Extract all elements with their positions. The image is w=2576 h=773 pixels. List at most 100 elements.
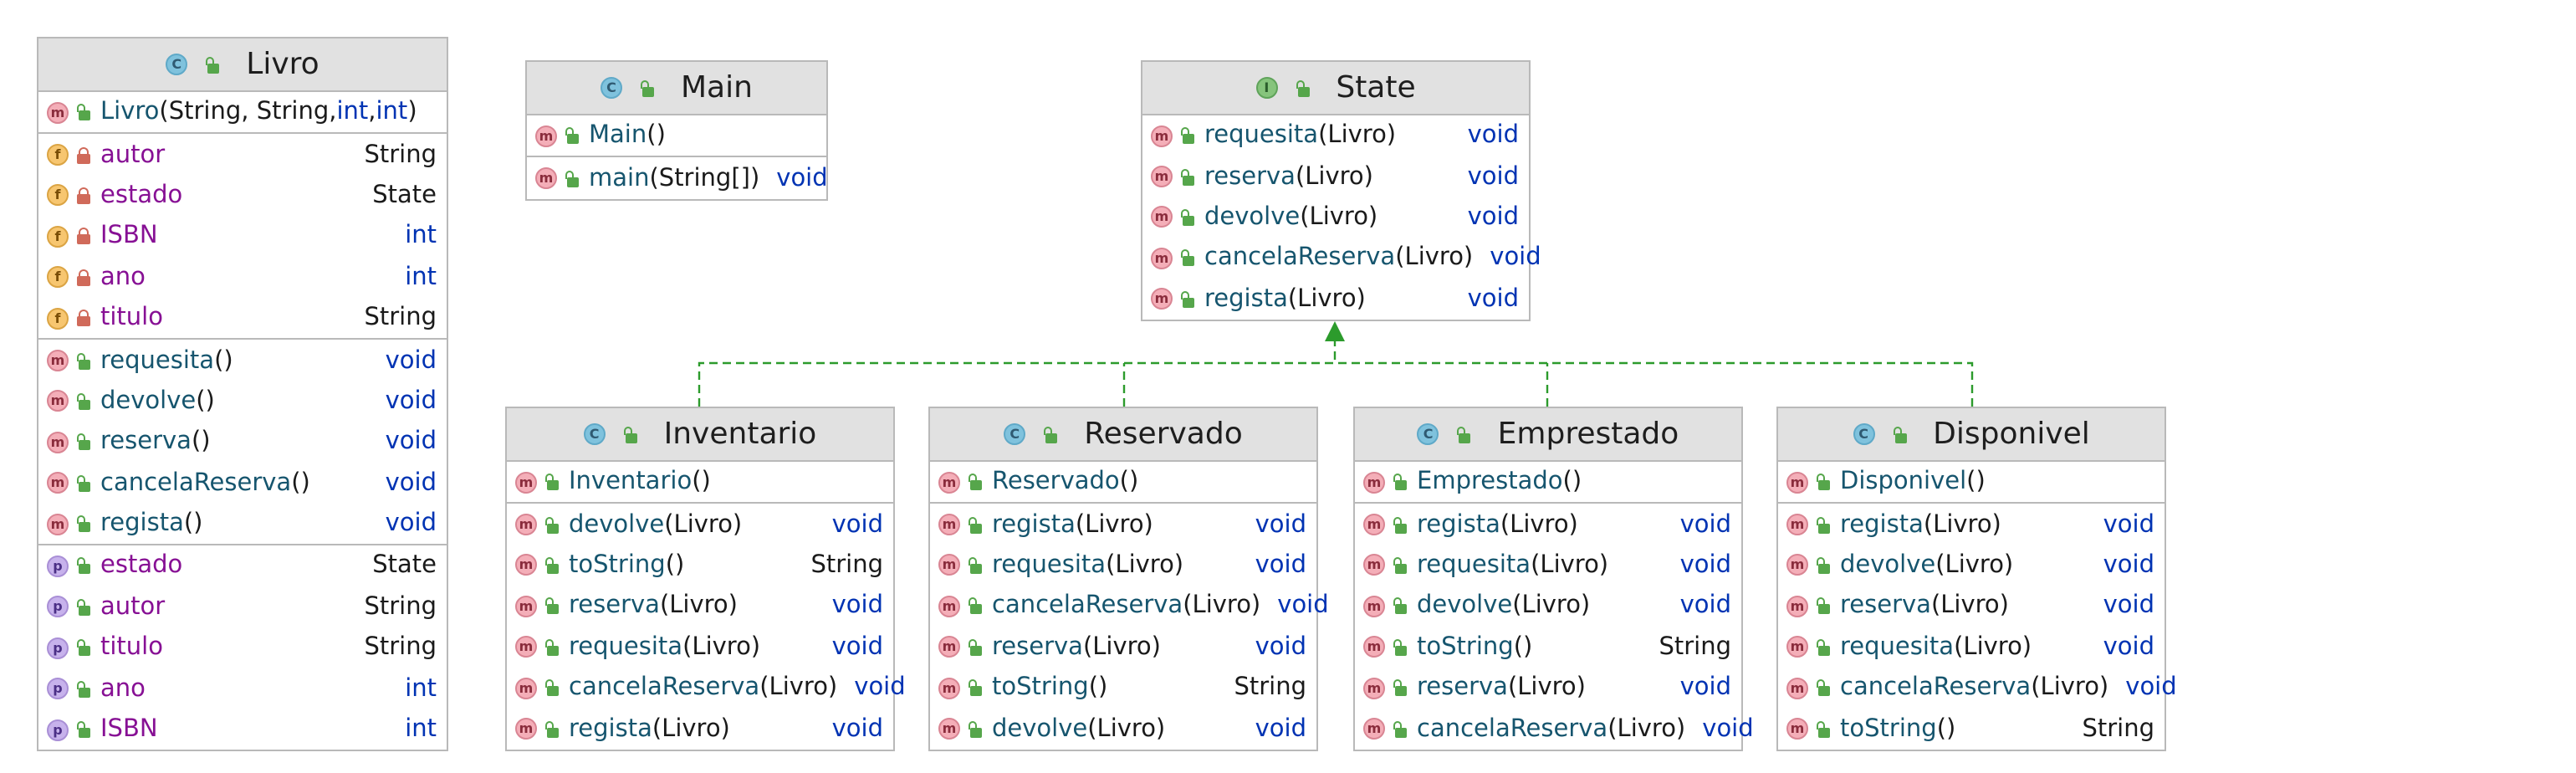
public-icon xyxy=(1392,679,1408,697)
properties-section: p estado State p autor String p titulo S… xyxy=(38,546,447,750)
public-icon xyxy=(544,679,560,697)
class-emprestado[interactable]: C Emprestado m Emprestado () m regista (… xyxy=(1353,407,1754,751)
property-icon: p xyxy=(47,678,69,700)
class-livro[interactable]: C Livro m Livro (String, String, int , i… xyxy=(37,37,448,751)
method-row[interactable]: m devolve (Livro) void xyxy=(930,709,1316,750)
constructor-params: () xyxy=(692,468,711,496)
method-name: requesita xyxy=(100,347,215,375)
method-params: (Livro) xyxy=(1531,551,1609,579)
public-icon xyxy=(1179,168,1196,186)
method-row[interactable]: m devolve (Livro) void xyxy=(507,504,893,545)
method-row[interactable]: m devolve (Livro) void xyxy=(1142,197,1529,238)
constructor-name: Emprestado xyxy=(1417,468,1563,496)
method-row[interactable]: m requesita (Livro) void xyxy=(1142,115,1529,156)
abstract-method-icon: m xyxy=(1151,166,1173,188)
public-icon xyxy=(544,597,560,615)
method-row[interactable]: m cancelaReserva (Livro) void xyxy=(1142,238,1541,279)
method-row[interactable]: m regista () void xyxy=(38,504,447,545)
return-type: void xyxy=(854,674,906,702)
public-icon xyxy=(544,556,560,574)
interface-state[interactable]: I State m requesita (Livro) void m reser… xyxy=(1141,60,1541,321)
property-row[interactable]: p autor String xyxy=(38,586,447,627)
method-icon: m xyxy=(1786,677,1808,699)
method-row[interactable]: m cancelaReserva (Livro) void xyxy=(1778,668,2177,709)
property-row[interactable]: p ano int xyxy=(38,668,447,709)
public-icon xyxy=(1456,426,1473,443)
method-row[interactable]: m regista (Livro) void xyxy=(930,504,1316,545)
public-icon xyxy=(622,426,639,443)
param-close: ) xyxy=(407,99,417,126)
method-params: (String[]) xyxy=(649,165,760,192)
method-row[interactable]: m cancelaReserva (Livro) void xyxy=(507,668,906,709)
public-icon xyxy=(1042,426,1059,443)
method-row[interactable]: m reserva (Livro) void xyxy=(1142,156,1529,197)
method-params: (Livro) xyxy=(1607,715,1686,743)
method-row[interactable]: m toString () String xyxy=(1355,627,1741,668)
property-row[interactable]: p titulo String xyxy=(38,627,447,668)
methods-section: m requesita (Livro) void m reserva (Livr… xyxy=(1142,115,1541,320)
class-reservado[interactable]: C Reservado m Reservado () m regista (Li… xyxy=(928,407,1329,751)
method-row[interactable]: m devolve (Livro) void xyxy=(1355,586,1741,627)
field-row[interactable]: f estado State xyxy=(38,176,447,217)
method-name: toString xyxy=(992,674,1089,702)
field-row[interactable]: f ISBN int xyxy=(38,216,447,257)
method-name: main xyxy=(589,165,650,192)
method-row[interactable]: m cancelaReserva (Livro) void xyxy=(930,586,1329,627)
method-row[interactable]: m toString () String xyxy=(930,668,1316,709)
method-params: () xyxy=(183,510,203,538)
constructor-row[interactable]: m Inventario () xyxy=(507,462,893,503)
method-row[interactable]: m regista (Livro) void xyxy=(1355,504,1741,545)
method-icon: m xyxy=(47,513,69,535)
constructor-row[interactable]: m Disponivel () xyxy=(1778,462,2165,503)
param-text: (String, String, xyxy=(159,99,337,126)
arrow-inventario-to-state xyxy=(698,335,1337,407)
method-row[interactable]: m toString () String xyxy=(507,545,893,586)
property-icon: p xyxy=(47,555,69,577)
return-type: void xyxy=(2103,551,2154,579)
method-row[interactable]: m requesita () void xyxy=(38,340,447,381)
method-row[interactable]: m regista (Livro) void xyxy=(1142,279,1529,320)
class-icon: C xyxy=(1417,423,1439,445)
public-icon xyxy=(75,352,92,370)
method-row[interactable]: m devolve (Livro) void xyxy=(1778,545,2165,586)
method-row[interactable]: m reserva () void xyxy=(38,422,447,463)
method-row[interactable]: m requesita (Livro) void xyxy=(1778,627,2165,668)
method-row[interactable]: m toString () String xyxy=(1778,709,2165,750)
constructor-row[interactable]: m Main () xyxy=(527,115,826,156)
property-type: State xyxy=(372,552,437,580)
constructor-row[interactable]: m Emprestado () xyxy=(1355,462,1741,503)
field-row[interactable]: f ano int xyxy=(38,257,447,298)
method-row[interactable]: m main (String[]) void xyxy=(527,158,828,199)
method-row[interactable]: m regista (Livro) void xyxy=(507,709,893,750)
method-row[interactable]: m requesita (Livro) void xyxy=(507,627,893,668)
method-row[interactable]: m requesita (Livro) void xyxy=(930,545,1316,586)
class-main[interactable]: C Main m Main () m main (String[]) void xyxy=(525,60,828,201)
param-type: int xyxy=(336,99,369,126)
constructor-row[interactable]: m Livro (String, String, int , int ) xyxy=(38,92,447,133)
constructor-row[interactable]: m Reservado () xyxy=(930,462,1316,503)
public-icon xyxy=(967,556,984,574)
property-row[interactable]: p ISBN int xyxy=(38,709,447,750)
method-row[interactable]: m reserva (Livro) void xyxy=(507,586,893,627)
method-params: (Livro) xyxy=(2031,674,2109,702)
method-row[interactable]: m reserva (Livro) void xyxy=(1778,586,2165,627)
class-inventario[interactable]: C Inventario m Inventario () m devolve (… xyxy=(505,407,906,751)
method-row[interactable]: m cancelaReserva (Livro) void xyxy=(1355,709,1754,750)
method-row[interactable]: m regista (Livro) void xyxy=(1778,504,2165,545)
public-icon xyxy=(1179,249,1196,267)
method-row[interactable]: m reserva (Livro) void xyxy=(1355,668,1741,709)
return-type: void xyxy=(385,510,437,538)
property-row[interactable]: p estado State xyxy=(38,546,447,587)
public-icon xyxy=(75,557,92,575)
method-row[interactable]: m reserva (Livro) void xyxy=(930,627,1316,668)
method-row[interactable]: m requesita (Livro) void xyxy=(1355,545,1741,586)
method-row[interactable]: m devolve () void xyxy=(38,381,447,422)
class-disponivel[interactable]: C Disponivel m Disponivel () m regista (… xyxy=(1776,407,2177,751)
constructor-name: Inventario xyxy=(569,468,693,496)
private-lock-icon xyxy=(75,269,92,286)
method-row[interactable]: m cancelaReserva () void xyxy=(38,463,447,504)
property-icon: p xyxy=(47,719,69,741)
field-row[interactable]: f autor String xyxy=(38,135,447,176)
field-row[interactable]: f titulo String xyxy=(38,298,447,339)
method-name: devolve xyxy=(1204,203,1301,231)
